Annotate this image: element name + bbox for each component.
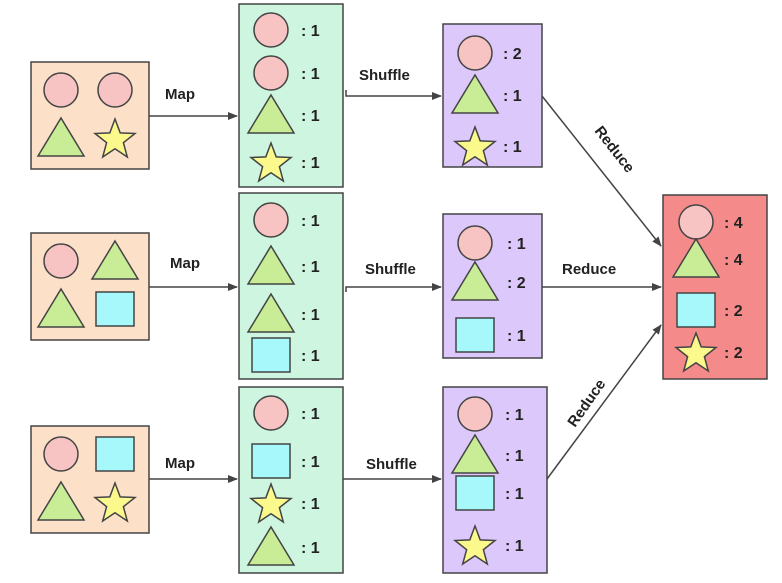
shuffle-3-count-3: : 1 (505, 486, 524, 503)
map-1-count-1: : 1 (301, 23, 320, 40)
map-1-count-4: : 1 (301, 155, 320, 172)
shapes-layer: : 1 : 1 : 1 : 1 : 1 : 1 : 1 : 1 : 1 : 1 : 1 : 1 : 2:… (36, 12, 743, 566)
shuffle-box-1 (442, 23, 543, 168)
map-1-circle-icon (253, 12, 289, 48)
map-3-square-icon (251, 443, 291, 479)
input-3-square-icon (95, 436, 135, 472)
map-3-count-4: : 1 (301, 540, 320, 557)
shuffle-3-circle-icon (457, 396, 493, 432)
input-1-triangle-icon (36, 116, 86, 157)
shuffle-label-3: Shuffle (366, 456, 417, 473)
map-2-triangle-icon (246, 244, 296, 285)
map-1-count-3: : 1 (301, 108, 320, 125)
map-2-count-3: : 1 (301, 307, 320, 324)
shuffle-2-count-2: : 2 (507, 275, 526, 292)
map-1-count-2: : 1 (301, 66, 320, 83)
shuffle-3-count-1: : 1 (505, 407, 524, 424)
shuffle-3-count-4: : 1 (505, 538, 524, 555)
shuffle-1-count-2: : 1 (503, 88, 522, 105)
map-2-square-icon (251, 337, 291, 373)
input-3-triangle-icon (36, 480, 86, 521)
reduce-count-1: : 4 (724, 215, 743, 232)
shuffle-label-2: Shuffle (365, 261, 416, 278)
input-3-circle-icon (43, 436, 79, 472)
reduce-triangle-icon (671, 237, 721, 278)
input-1-star-icon (92, 116, 138, 159)
map-3-count-3: : 1 (301, 496, 320, 513)
input-1-circle-icon (43, 72, 79, 108)
shuffle-2-square-icon (455, 317, 495, 353)
shuffle-3-square-icon (455, 475, 495, 511)
map-1-triangle-icon (246, 93, 296, 134)
shuffle-1-circle-icon (457, 35, 493, 71)
shuffle-3-star-icon (452, 523, 498, 566)
reduce-circle-icon (678, 204, 714, 240)
map-2-count-4: : 1 (301, 348, 320, 365)
map-1-star-icon (248, 140, 294, 183)
shuffle-3-triangle-icon (450, 433, 500, 474)
shuffle-2-count-1: : 1 (507, 236, 526, 253)
map-label-2: Map (170, 255, 200, 272)
input-3-star-icon (92, 480, 138, 523)
reduce-arrow-3 (546, 324, 662, 480)
map-label-1: Map (165, 86, 195, 103)
shuffle-label-1: Shuffle (359, 67, 410, 84)
shuffle-arrow-2 (345, 283, 442, 292)
reduce-count-2: : 4 (724, 252, 743, 269)
map-label-3: Map (165, 455, 195, 472)
reduce-star-icon (673, 330, 719, 373)
map-3-star-icon (248, 481, 294, 524)
map-2-triangle-icon (246, 292, 296, 333)
input-2-circle-icon (43, 243, 79, 279)
map-2-circle-icon (253, 202, 289, 238)
shuffle-arrow-1 (345, 90, 442, 100)
shuffle-1-star-icon (452, 124, 498, 167)
shuffle-2-triangle-icon (450, 260, 500, 301)
map-3-circle-icon (253, 395, 289, 431)
shuffle-1-count-3: : 1 (503, 139, 522, 156)
shuffle-2-circle-icon (457, 225, 493, 261)
shuffle-3-count-2: : 1 (505, 448, 524, 465)
reduce-count-3: : 2 (724, 303, 743, 320)
map-3-count-2: : 1 (301, 454, 320, 471)
shuffle-2-count-3: : 1 (507, 328, 526, 345)
shuffle-1-triangle-icon (450, 73, 500, 114)
input-1-circle-icon (97, 72, 133, 108)
reduce-label-1: Reduce (591, 123, 638, 176)
reduce-arrow-1 (541, 95, 662, 247)
reduce-count-4: : 2 (724, 345, 743, 362)
map-2-count-1: : 1 (301, 213, 320, 230)
map-1-circle-icon (253, 55, 289, 91)
map-3-triangle-icon (246, 525, 296, 566)
input-2-square-icon (95, 291, 135, 327)
map-2-count-2: : 1 (301, 259, 320, 276)
input-2-triangle-icon (36, 287, 86, 328)
map-3-count-1: : 1 (301, 406, 320, 423)
reduce-square-icon (676, 292, 716, 328)
shuffle-1-count-1: : 2 (503, 46, 522, 63)
reduce-label-2: Reduce (562, 261, 616, 278)
input-2-triangle-icon (90, 239, 140, 280)
